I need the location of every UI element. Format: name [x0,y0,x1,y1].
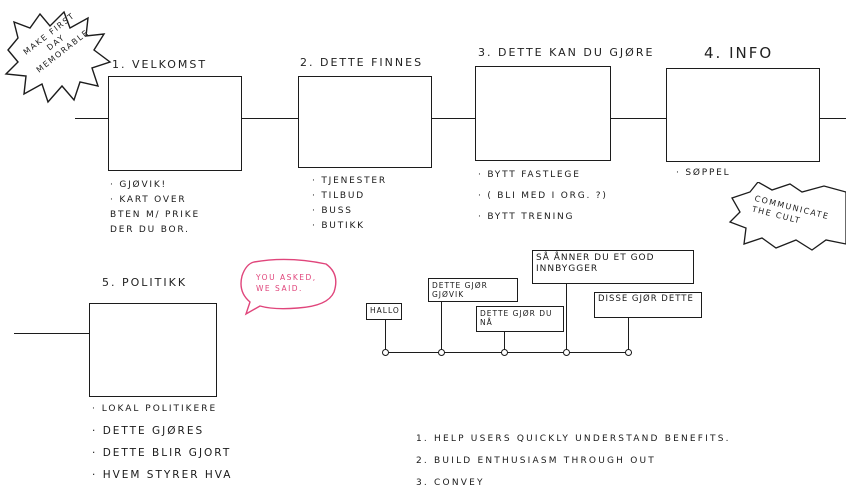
stage-2-box [298,76,432,168]
stage-3-bullet: ( BLI MED I ORG. ?) [478,189,608,204]
stage-4-bullets: SØPPEL [676,166,730,181]
timeline-stem [385,318,386,352]
speech-bubble-text: YOU ASKED, WE SAID. [256,273,317,293]
timeline-tag-disse: DISSE GJØR DETTE [594,292,702,318]
politikk-box [89,303,217,397]
timeline-dot [501,349,508,356]
timeline-dot [625,349,632,356]
timeline-dot [563,349,570,356]
communicate-starburst [728,182,846,251]
goal-item: 1. HELP USERS QUICKLY UNDERSTAND BENEFIT… [416,434,731,444]
timeline-stem [441,300,442,352]
stage-2-bullet: BUTIKK [312,219,387,234]
communicate-stamp [728,182,846,251]
stage-1-bullets: GJØVIK! KART OVER BTEN M/ PRIKE DER DU B… [110,178,220,238]
stage-2-title: 2. DETTE FINNES [300,56,424,69]
make-first-day-stamp [4,10,112,104]
timeline-dot [438,349,445,356]
stage-1-box [108,76,242,171]
politikk-bullet: LOKAL POLITIKERE [92,398,232,420]
stage-3-title: 3. DETTE KAN DU GJØRE [478,46,655,59]
timeline-tag-gjovik: DETTE GJØR GJØVIK [428,278,518,302]
politikk-bullet: HVEM STYRER HVA [92,464,232,486]
politikk-flow-line [14,333,90,334]
stage-4-box [666,68,820,162]
goals-list: 1. HELP USERS QUICKLY UNDERSTAND BENEFIT… [416,428,731,494]
stage-2-bullet: BUSS [312,204,387,219]
stage-4-bullet: SØPPEL [676,166,730,181]
goal-item: 3. CONVEY [416,478,485,488]
stage-3-bullets: BYTT FASTLEGE ( BLI MED I ORG. ?) BYTT T… [478,168,608,225]
stage-3-box [475,66,611,161]
timeline-dot [382,349,389,356]
speech-bubble [240,258,337,316]
stage-1-title: 1. VELKOMST [112,58,208,71]
stage-2-bullets: TJENESTER TILBUD BUSS BUTIKK [312,174,387,234]
timeline-axis [384,352,632,353]
stage-1-bullet: KART OVER BTEN M/ PRIKE DER DU BOR. [110,193,220,238]
timeline-stem [628,316,629,352]
starburst-shape [4,10,112,104]
stage-4-title: 4. INFO [704,44,774,62]
timeline-stem [566,282,567,352]
politikk-bullet: DETTE BLIR GJORT [92,442,232,464]
timeline-tag-innbygger: SÅ ÅNNER DU ET GOD INNBYGGER [532,250,694,284]
timeline-tag-du-na: DETTE GJØR DU NÅ [476,306,564,332]
stage-2-bullet: TJENESTER [312,174,387,189]
timeline-stem [504,330,505,352]
politikk-bullet: DETTE GJØRES [92,420,232,442]
goal-item: 2. BUILD ENTHUSIASM THROUGH OUT [416,456,656,466]
stage-2-bullet: TILBUD [312,189,387,204]
stage-3-bullet: BYTT TRENING [478,210,608,225]
politikk-title: 5. POLITIKK [102,276,188,289]
politikk-bullets: LOKAL POLITIKERE DETTE GJØRES DETTE BLIR… [92,398,232,486]
stage-1-bullet: GJØVIK! [110,178,220,193]
stage-3-bullet: BYTT FASTLEGE [478,168,608,183]
timeline-tag-hallo: HALLO [366,303,402,320]
top-flow-line [75,118,846,119]
